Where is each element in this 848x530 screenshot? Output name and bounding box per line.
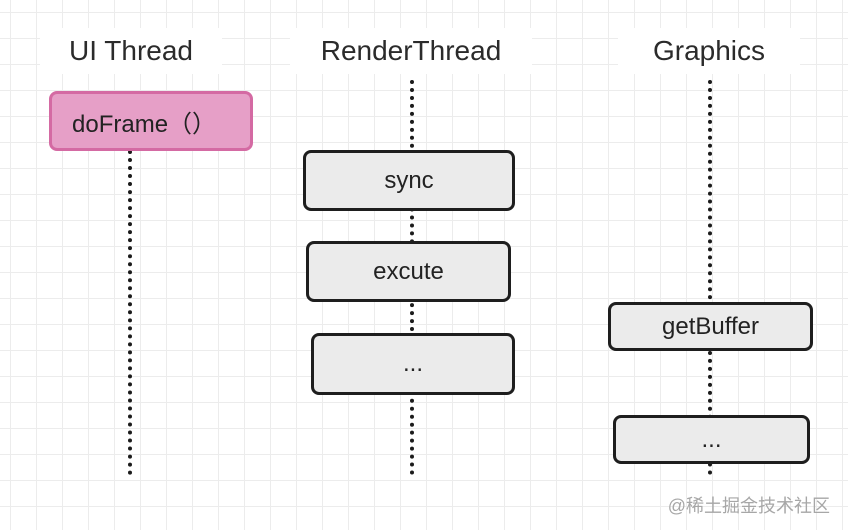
excute-box: excute bbox=[306, 241, 511, 302]
watermark-text: @稀土掘金技术社区 bbox=[667, 496, 830, 516]
graphics-title: Graphics bbox=[618, 28, 800, 74]
sync-box: sync bbox=[303, 150, 515, 211]
render-thread-title: RenderThread bbox=[290, 28, 532, 74]
graphics-ellipsis-box: ... bbox=[613, 415, 810, 464]
ui-thread-lifeline bbox=[128, 150, 132, 475]
getbuffer-box: getBuffer bbox=[608, 302, 813, 351]
ui-thread-title: UI Thread bbox=[40, 28, 222, 74]
graphics-lifeline bbox=[708, 80, 712, 475]
doframe-box: doFrame（） bbox=[49, 91, 253, 151]
render-ellipsis-box: ... bbox=[311, 333, 515, 395]
